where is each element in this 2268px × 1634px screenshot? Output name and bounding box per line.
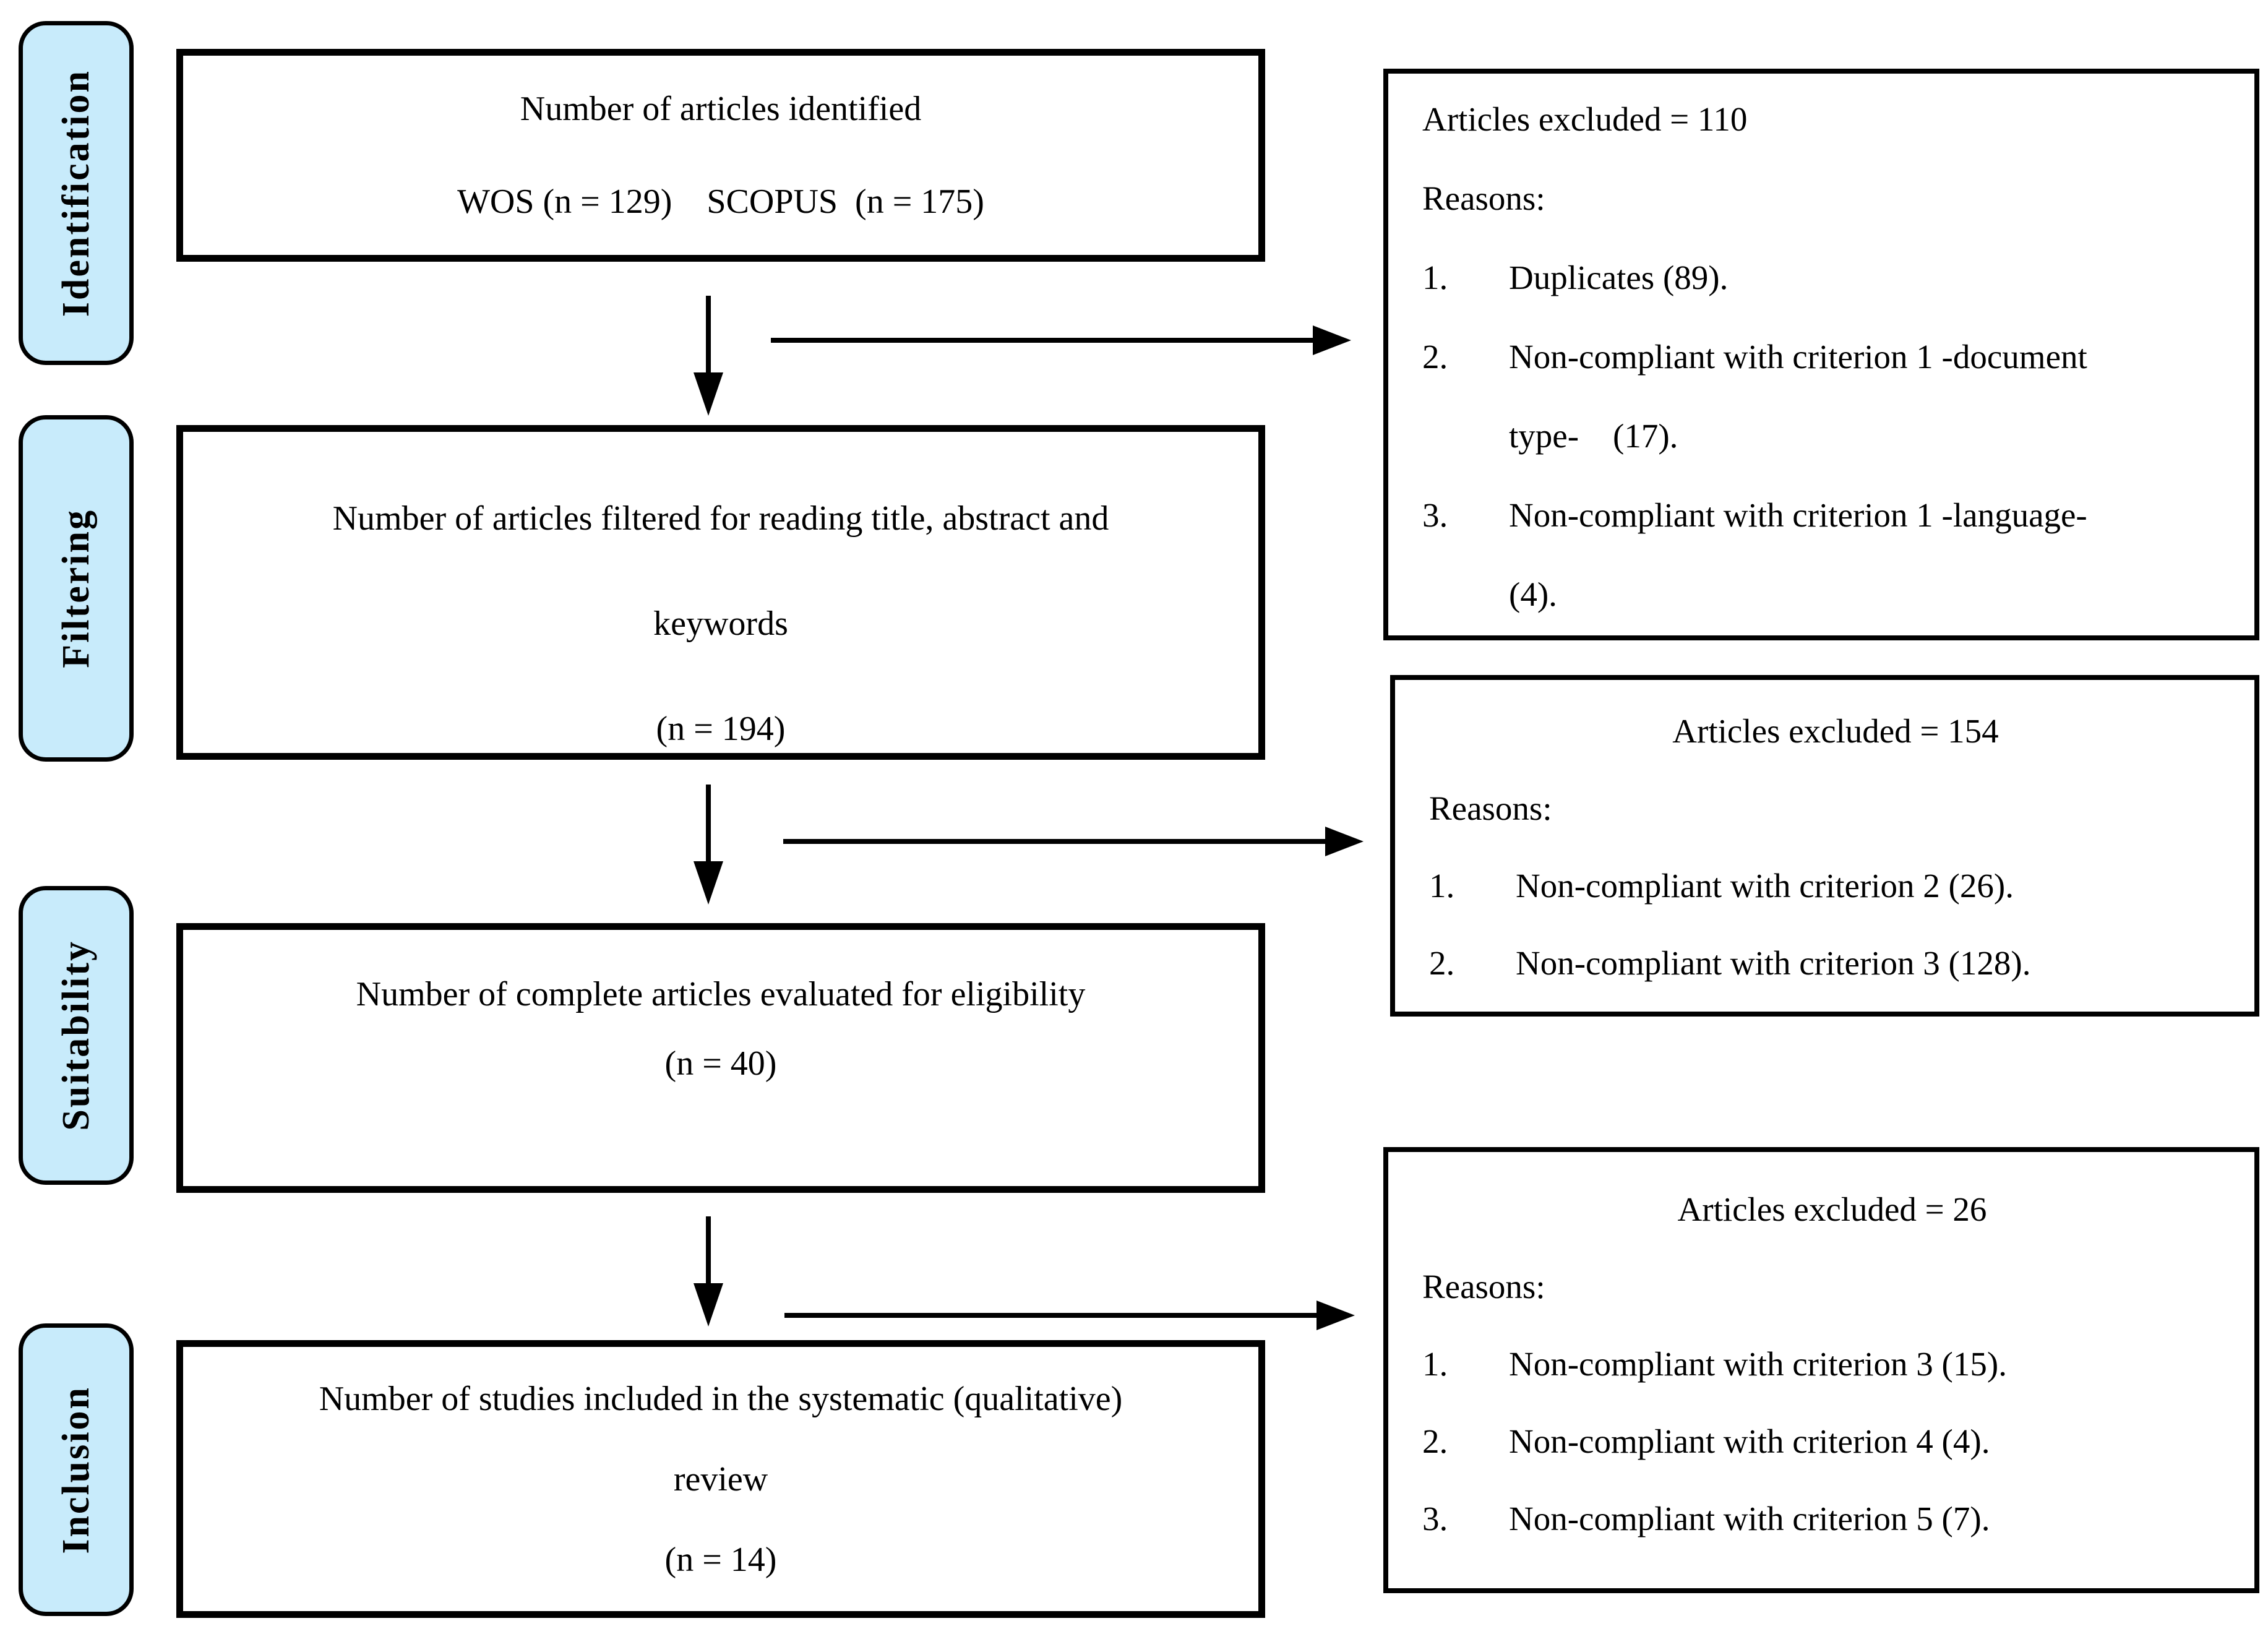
reason-text: Non-compliant with criterion 1 -document [1509, 338, 2087, 376]
exclusion-reason: 2. Non-compliant with criterion 4 (4). [1422, 1403, 2242, 1480]
down-arrow-3-head [694, 1283, 723, 1327]
exclusion-box-1: Articles excluded = 110 Reasons: 1. Dupl… [1383, 69, 2259, 640]
flow-box-filtered: Number of articles filtered for reading … [176, 425, 1265, 760]
box-text-line: keywords [653, 604, 788, 643]
reasons-label: Reasons: [1429, 789, 1552, 827]
reason-text: Duplicates (89). [1509, 259, 1729, 296]
exclusion-title: Articles excluded = 110 [1422, 100, 1748, 138]
stage-label-suitability: Suitability [19, 886, 134, 1185]
reason-text: Non-compliant with criterion 3 (128). [1516, 944, 2031, 982]
branch-arrow-3-head [1317, 1301, 1355, 1330]
flow-box-identified: Number of articles identified WOS (n = 1… [176, 49, 1265, 262]
stage-label-text: Identification [54, 69, 97, 317]
exclusion-reason: 3. Non-compliant with criterion 1 -langu… [1422, 476, 2242, 555]
exclusion-reason: 1. Non-compliant with criterion 3 (15). [1422, 1325, 2242, 1403]
box-text-line: Number of studies included in the system… [319, 1379, 1123, 1418]
reason-number: 2. [1429, 944, 1455, 982]
reason-text: (4). [1509, 575, 1557, 613]
exclusion-reason-continuation: (4). [1422, 555, 2242, 634]
down-arrow-3 [706, 1216, 711, 1284]
branch-arrow-2-head [1325, 827, 1364, 856]
box-text-line: Number of articles filtered for reading … [332, 499, 1109, 538]
box-text-line: review [673, 1460, 768, 1499]
reason-number: 3. [1422, 496, 1448, 534]
reason-number: 1. [1429, 867, 1455, 905]
reasons-label: Reasons: [1422, 179, 1545, 217]
stage-label-text: Filtering [54, 509, 97, 668]
branch-arrow-1-head [1313, 325, 1351, 355]
reason-text: Non-compliant with criterion 2 (26). [1516, 867, 2014, 905]
exclusion-reason: 2. Non-compliant with criterion 3 (128). [1429, 924, 2242, 1002]
reason-number: 2. [1422, 338, 1448, 376]
stage-label-text: Inclusion [54, 1385, 97, 1554]
exclusion-reason: 1. Duplicates (89). [1422, 238, 2242, 317]
exclusion-reason: 1. Non-compliant with criterion 2 (26). [1429, 847, 2242, 924]
down-arrow-2 [706, 785, 711, 862]
reason-text: Non-compliant with criterion 4 (4). [1509, 1422, 1990, 1460]
exclusion-reason: 2. Non-compliant with criterion 1 -docum… [1422, 317, 2242, 397]
reason-number-spacer [1422, 555, 1509, 634]
branch-arrow-2 [783, 839, 1326, 844]
exclusion-reason-continuation: type- (17). [1422, 397, 2242, 476]
box-text-line: (n = 194) [656, 709, 786, 748]
box-text-line: Number of complete articles evaluated fo… [356, 975, 1086, 1013]
reason-number: 2. [1422, 1422, 1448, 1460]
box-text-line: Number of articles identified [520, 90, 922, 128]
down-arrow-2-head [694, 861, 723, 905]
flow-box-eligibility: Number of complete articles evaluated fo… [176, 923, 1265, 1193]
reason-text: Non-compliant with criterion 3 (15). [1509, 1345, 2007, 1383]
flow-box-included: Number of studies included in the system… [176, 1340, 1265, 1618]
exclusion-title: Articles excluded = 154 [1672, 712, 1999, 750]
branch-arrow-3 [784, 1313, 1318, 1318]
reason-number: 1. [1422, 259, 1448, 296]
box-text-line: WOS (n = 129) SCOPUS (n = 175) [457, 183, 984, 221]
reason-text: type- (17). [1509, 417, 1678, 455]
exclusion-box-3: Articles excluded = 26 Reasons: 1. Non-c… [1383, 1147, 2259, 1593]
exclusion-title: Articles excluded = 26 [1677, 1190, 1987, 1228]
branch-arrow-1 [771, 338, 1314, 343]
box-text-line: (n = 14) [664, 1540, 777, 1579]
reason-text: Non-compliant with criterion 1 -language… [1509, 496, 2087, 534]
stage-label-text: Suitability [54, 940, 97, 1131]
reason-number: 3. [1422, 1500, 1448, 1537]
stage-label-identification: Identification [19, 21, 134, 365]
box-text-line: (n = 40) [664, 1044, 777, 1083]
down-arrow-1 [706, 296, 711, 374]
reason-number: 1. [1422, 1345, 1448, 1383]
reason-number-spacer [1422, 397, 1509, 476]
reasons-label: Reasons: [1422, 1268, 1545, 1305]
exclusion-reason: 3. Non-compliant with criterion 5 (7). [1422, 1480, 2242, 1557]
reason-text: Non-compliant with criterion 5 (7). [1509, 1500, 1990, 1537]
exclusion-box-2: Articles excluded = 154 Reasons: 1. Non-… [1390, 675, 2259, 1017]
stage-label-inclusion: Inclusion [19, 1323, 134, 1616]
stage-label-filtering: Filtering [19, 415, 134, 762]
down-arrow-1-head [694, 372, 723, 416]
